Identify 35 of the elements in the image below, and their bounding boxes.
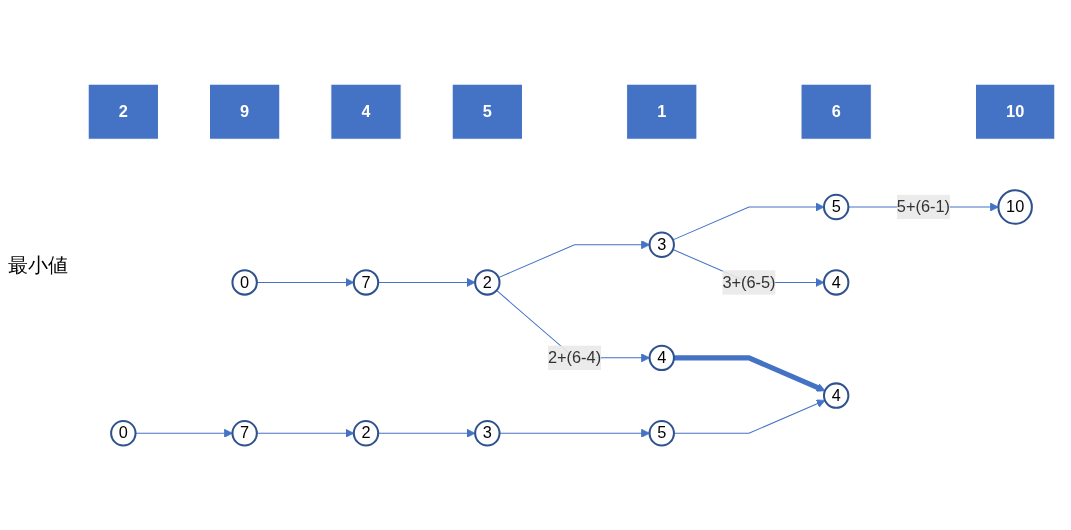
node-circle: 4 — [822, 269, 850, 296]
node-box: 9 — [209, 83, 281, 140]
node-circle: 5 — [822, 193, 850, 221]
arrow — [673, 399, 826, 434]
arrow — [377, 428, 476, 438]
arrow — [672, 202, 825, 241]
node-box: 6 — [800, 83, 872, 140]
node-circle: 7 — [231, 420, 258, 447]
node-box: 5 — [451, 83, 523, 140]
arrow — [256, 428, 355, 438]
edge-label: 3+(6-5) — [722, 273, 776, 291]
edge-label: 2+(6-4) — [547, 348, 602, 367]
node-circle: 5 — [648, 420, 675, 447]
node-circle: 7 — [352, 269, 380, 296]
node-box: 10 — [974, 83, 1056, 140]
arrow — [377, 278, 476, 288]
node-circle: 3 — [648, 231, 675, 259]
arrow — [673, 355, 826, 392]
node-circle: 4 — [822, 382, 850, 409]
arrow — [135, 428, 233, 438]
arrow — [499, 428, 650, 438]
node-box: 4 — [330, 83, 402, 140]
node-circle: 0 — [110, 420, 137, 447]
row-label: 最小値 — [8, 252, 68, 278]
node-box: 1 — [626, 83, 698, 140]
node-box: 2 — [87, 83, 159, 140]
arrow — [256, 278, 355, 288]
node-circle: 0 — [231, 269, 258, 296]
node-circle: 2 — [474, 269, 501, 296]
node-circle: 3 — [474, 420, 501, 447]
edge-label: 5+(6-1) — [896, 197, 950, 216]
node-circle: 2 — [352, 420, 380, 447]
node-circle: 10 — [997, 189, 1033, 225]
node-circle: 4 — [648, 344, 675, 372]
arrow — [498, 240, 650, 279]
